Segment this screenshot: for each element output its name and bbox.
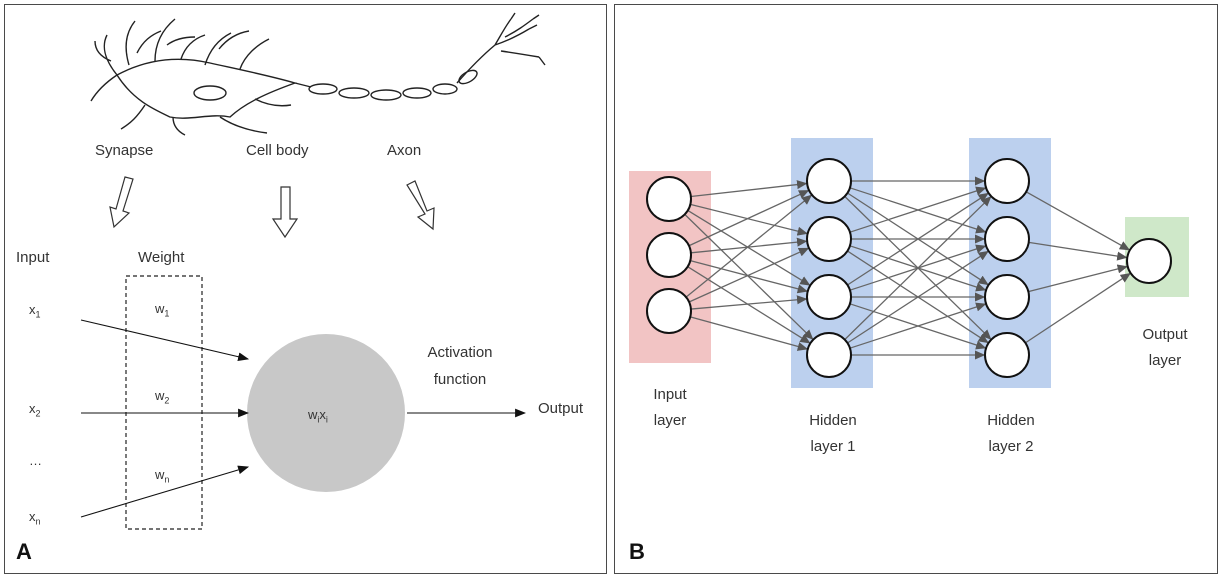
layer-2-node-2 [984,216,1030,262]
layer-1-node-2 [806,216,852,262]
layer-1-node-4 [806,332,852,378]
hollow-arrows [109,176,435,239]
axon-arrow [406,180,435,231]
connection-edge [847,250,989,344]
connection-edge [847,192,989,286]
connection-edge [688,190,810,247]
connection-edge [1024,272,1131,344]
connection-edge [684,213,814,340]
input-heading: Input [16,249,50,266]
input-x1: x1 [29,302,41,320]
input-layer-label: Input layer [653,386,687,429]
connection-edge [690,295,808,310]
connection-edge [688,247,810,303]
output-layer-label: Output layer [1142,326,1188,369]
output-label: Output [538,400,584,417]
synapse-label: Synapse [95,142,154,159]
weight-heading: Weight [138,249,185,266]
connection-edge [1028,264,1128,293]
weight-wn: wn [155,467,170,485]
activation-function-label: Activation function [427,344,493,388]
layer-0-node-3 [646,288,692,334]
connection-edge [685,194,813,298]
connection-edge [690,180,808,198]
input-x2: x2 [29,401,41,419]
cell-body-label: Cell body [246,142,309,159]
synapse-arrow [109,176,134,229]
layer-0-node-2 [646,232,692,278]
axon-label: Axon [387,142,422,159]
layer-2-node-4 [984,332,1030,378]
cell-body-arrow [271,186,299,239]
weight-box [125,275,203,530]
connection-edge [849,302,987,349]
layer-2-node-1 [984,158,1030,204]
summation-node [247,334,405,492]
connection-edge [687,209,811,286]
layer-0-node-1 [646,176,692,222]
weight-w1: w1 [155,301,170,319]
neural-network-diagram [629,138,1189,388]
hidden-layer-1-label: Hidden layer 1 [809,412,857,455]
hidden-layer-2-label: Hidden layer 2 [987,412,1035,455]
connection-edge [690,316,809,351]
panel-b-letter: B [629,539,645,564]
layer-2-node-3 [984,274,1030,320]
neuron-diagram [80,12,546,530]
input-ellipsis: … [29,453,42,468]
input-xn: xn [29,509,41,527]
connection-edge [1028,241,1128,261]
panel-a-letter: A [16,539,32,564]
input-arrow-1 [80,319,250,362]
layer-1-node-3 [806,274,852,320]
panel-a: Synapse Cell body Axon Input Weight x1 x… [4,4,607,574]
layer-3-node-1 [1126,238,1172,284]
layer-1-node-1 [806,158,852,204]
neuron-illustration [90,12,546,136]
input-arrow-n [80,465,250,518]
panel-b: Input layer Hidden layer 1 Hidden layer … [614,4,1218,574]
connection-edge [1025,191,1131,251]
connection-edge [849,186,987,233]
summation-label: wixi [308,407,328,425]
connection-edge [844,196,992,341]
weight-w2: w2 [155,388,170,406]
